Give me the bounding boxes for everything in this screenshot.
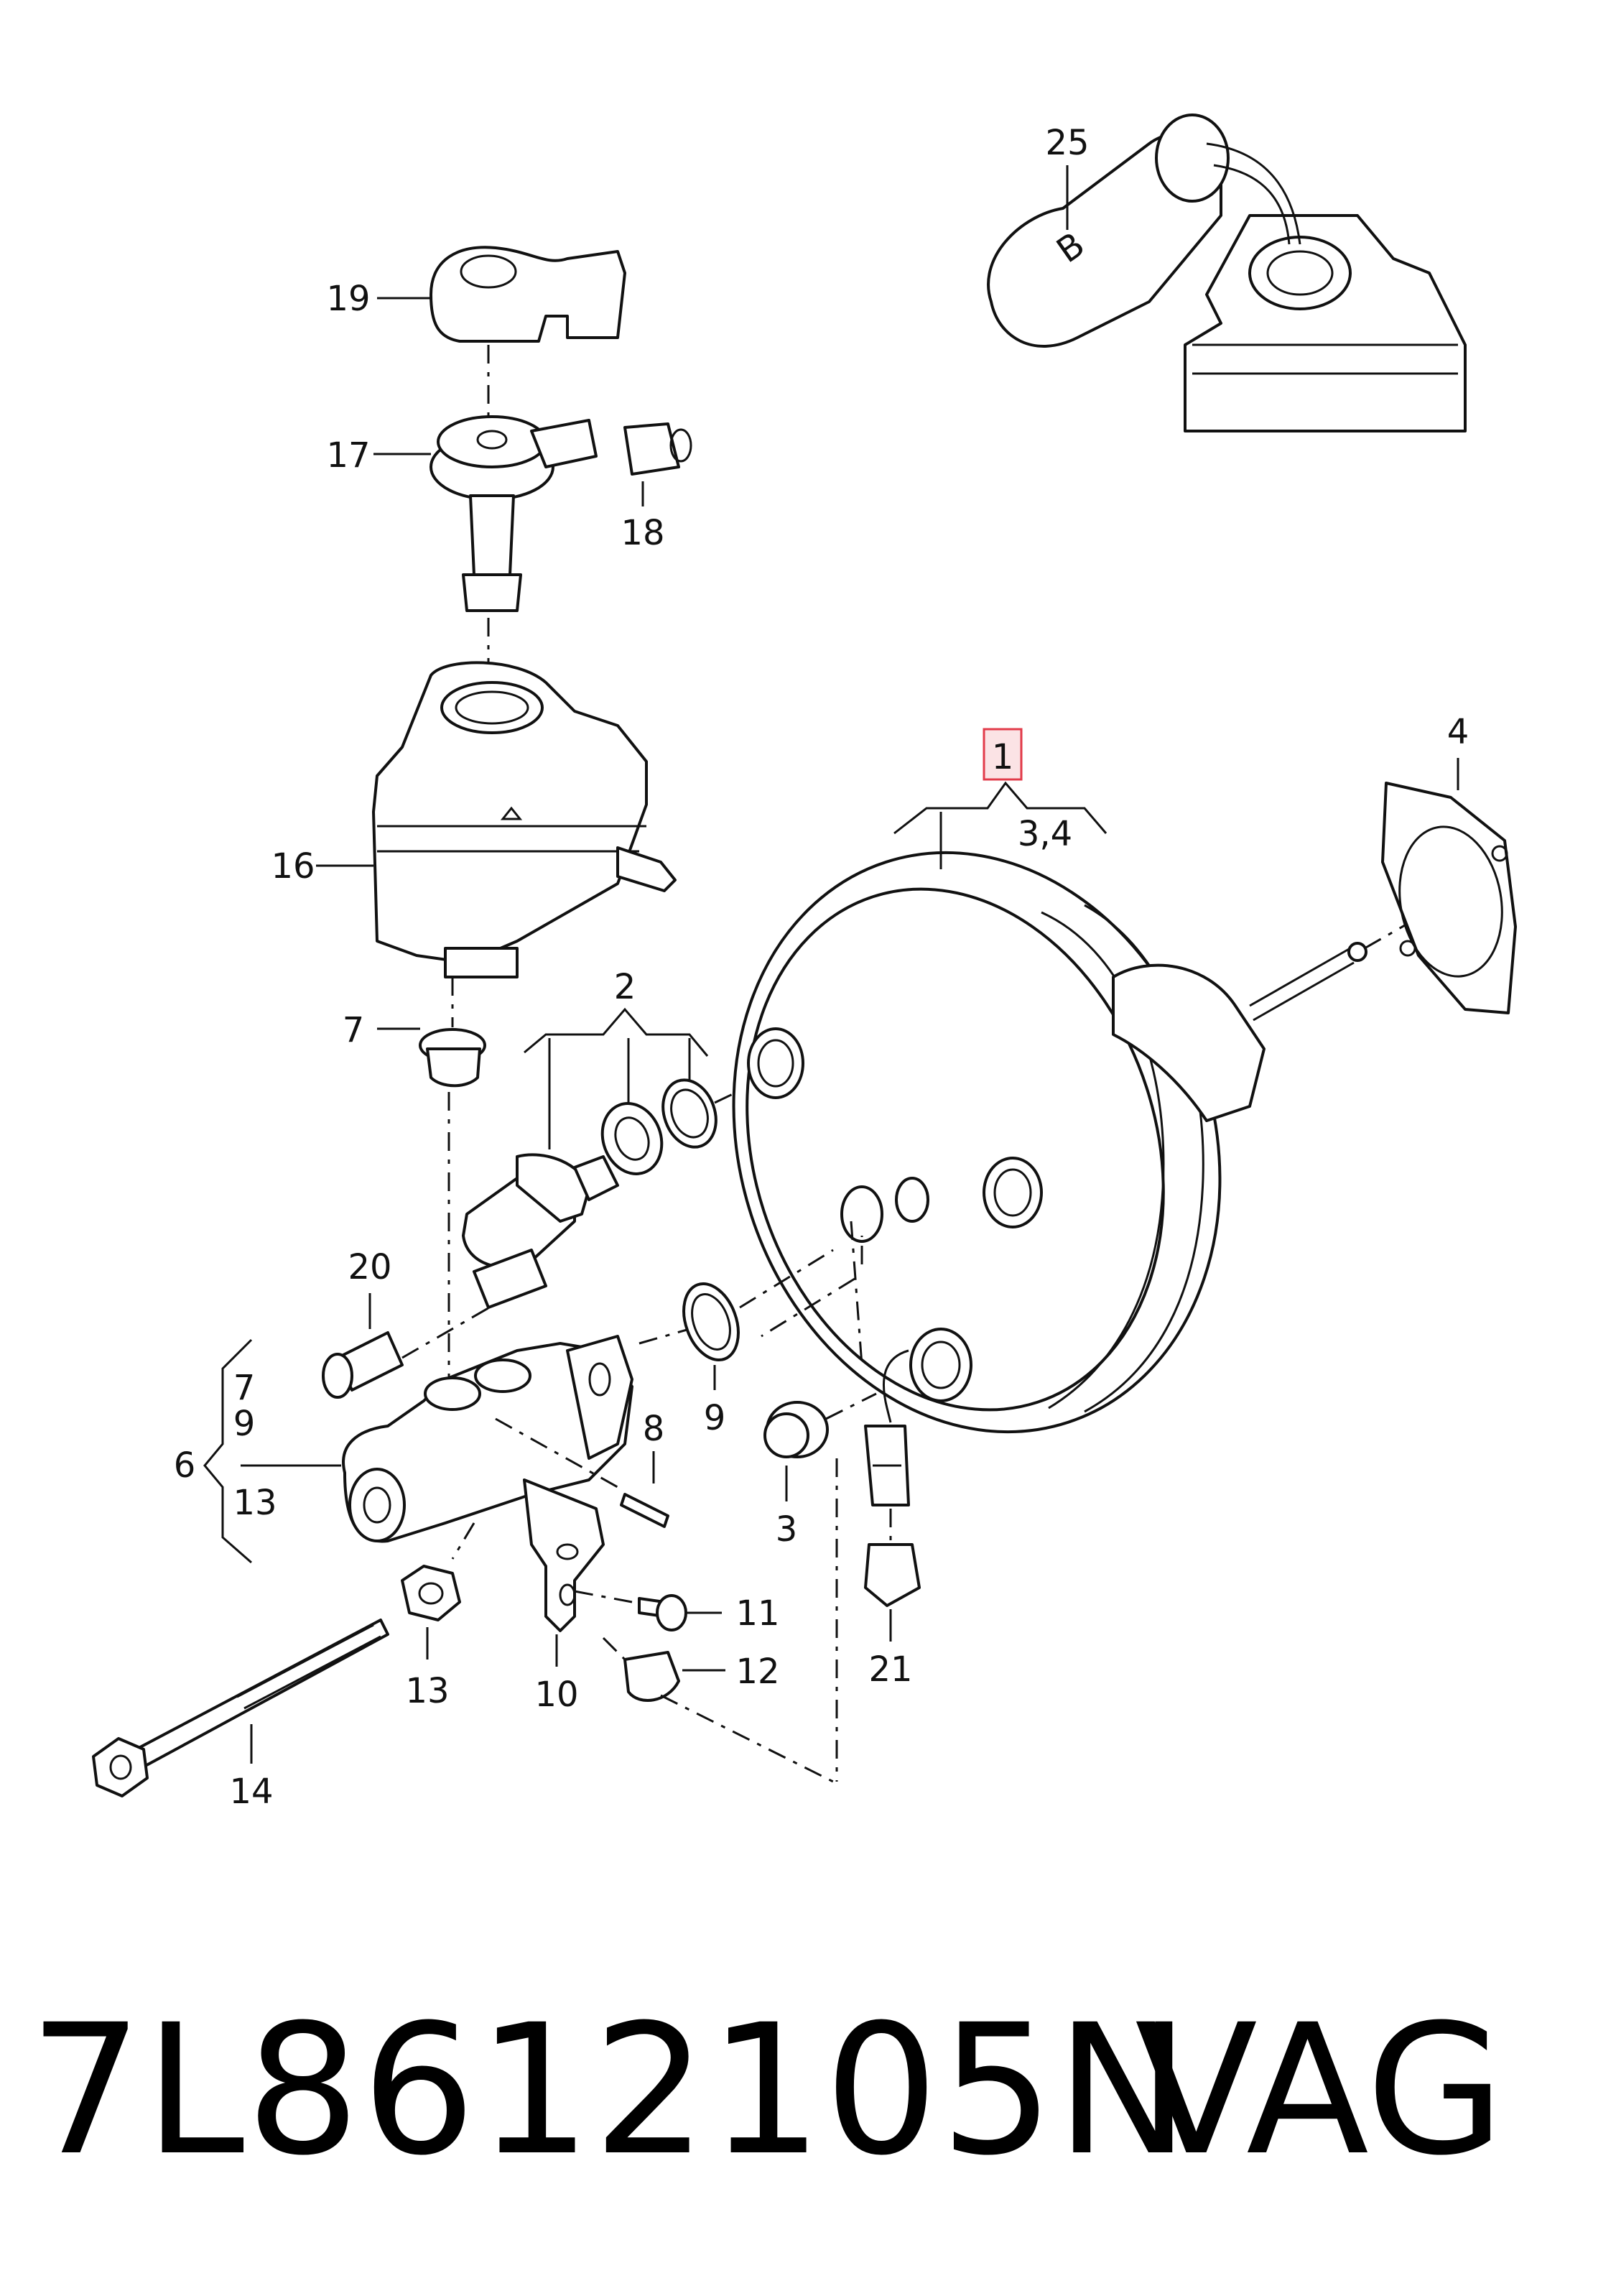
pin-8: 8 [495,1409,669,1528]
gasket-plate [1381,782,1517,1014]
nut-13: 13 [401,1522,475,1711]
brake-fluid-reservoir-16: 16 [271,618,677,978]
screw-11: 11 [574,1590,780,1634]
booster-pushrod [1249,947,1351,1007]
gasket-4: 4 [1381,712,1517,1014]
sensor-stem [469,494,515,576]
brand-name: VAG [1135,1986,1505,2195]
pin [620,1493,669,1528]
bracket-body [523,1478,605,1632]
master-cylinder-group-6: 6 7 9 13 [174,1338,341,1564]
level-sensor-17: 17 [326,345,598,612]
sensor-cable [882,1349,909,1423]
callout-13: 13 [405,1671,449,1711]
callout-1[interactable]: 1 [992,737,1014,777]
callout-14: 14 [229,1772,273,1812]
bracket-10: 10 [523,1478,605,1715]
connector-body [623,422,680,476]
cap-body [429,246,626,343]
connector-18: 18 [621,422,692,553]
callout-6-a: 7 [233,1368,256,1408]
reservoir-outlet [616,846,677,892]
vacuum-check-port [909,1328,972,1402]
sensor-plug [530,419,598,468]
bolt-shank [128,1619,389,1770]
assembly-lines [660,1221,863,1783]
callout-1-sub: 3,4 [1018,814,1072,854]
clip-12: 12 [602,1637,780,1702]
callout-21: 21 [868,1649,912,1690]
callout-1-highlight-box[interactable] [983,728,1023,781]
master-cylinder: 9 [342,1249,834,1543]
inset-filler-neck [1248,236,1352,310]
callout-18: 18 [621,513,664,553]
callout-6: 6 [174,1445,196,1486]
clip-body [623,1651,680,1702]
callout-7: 7 [343,1010,365,1050]
seal-ring [600,1102,664,1175]
inset-reservoir-rim [1192,343,1458,375]
callout-20: 20 [348,1247,391,1287]
callout-19: 19 [326,279,370,319]
callout-3: 3 [776,1509,798,1550]
o-ring [661,1078,718,1149]
bolt-14: 14 [92,1619,389,1812]
bottle-hose [1206,142,1301,245]
reservoir-body [372,661,648,964]
booster-rear-boss [1112,963,1266,1122]
reservoir-nipples [444,947,519,978]
footer: 7L8612105N VAG [29,1983,1587,2198]
booster-port-right [983,1157,1043,1228]
sensor-20: 20 [322,1247,547,1399]
reservoir-inset: B 25 [987,114,1467,432]
callout-4: 4 [1447,712,1469,752]
reservoir-neck [440,681,544,734]
booster-front-face [746,887,1165,1412]
sensor-tip [462,573,522,612]
callout-9: 9 [704,1398,726,1438]
callout-6-b: 9 [233,1404,256,1444]
bottle-cap [1155,114,1230,203]
master-cylinder-flange [566,1335,633,1460]
callout-8: 8 [643,1409,665,1449]
callout-10: 10 [534,1675,578,1715]
reservoir-cap-19: 19 [326,246,626,343]
callout-25: 25 [1045,123,1089,163]
grommet-7: 7 [343,977,486,1387]
o-ring-9 [682,1282,740,1362]
bolt-head [92,1737,149,1797]
nut-body [401,1565,461,1621]
booster-stud [840,1185,883,1243]
bolt-thread [236,1624,381,1710]
callout-12: 12 [735,1652,779,1692]
booster-port-upper [747,1027,804,1099]
vacuum-sensor-21: 21 [864,1349,921,1690]
part-number: 7L8612105N [29,1986,1192,2195]
plug-3: 3 [763,1392,877,1550]
callout-11: 11 [735,1593,779,1634]
seal-group-2: 2 [462,967,798,1269]
sensor-connector [864,1543,921,1607]
callout-17: 17 [326,435,370,476]
sensor-plug-end [473,1249,547,1309]
callout-6-c: 13 [233,1483,277,1523]
screw-head [656,1594,687,1631]
callout-16: 16 [271,846,315,887]
brake-booster-1: 1 3,4 [732,728,1466,1434]
callout-2: 2 [614,967,636,1007]
master-cylinder-bore [348,1468,406,1542]
